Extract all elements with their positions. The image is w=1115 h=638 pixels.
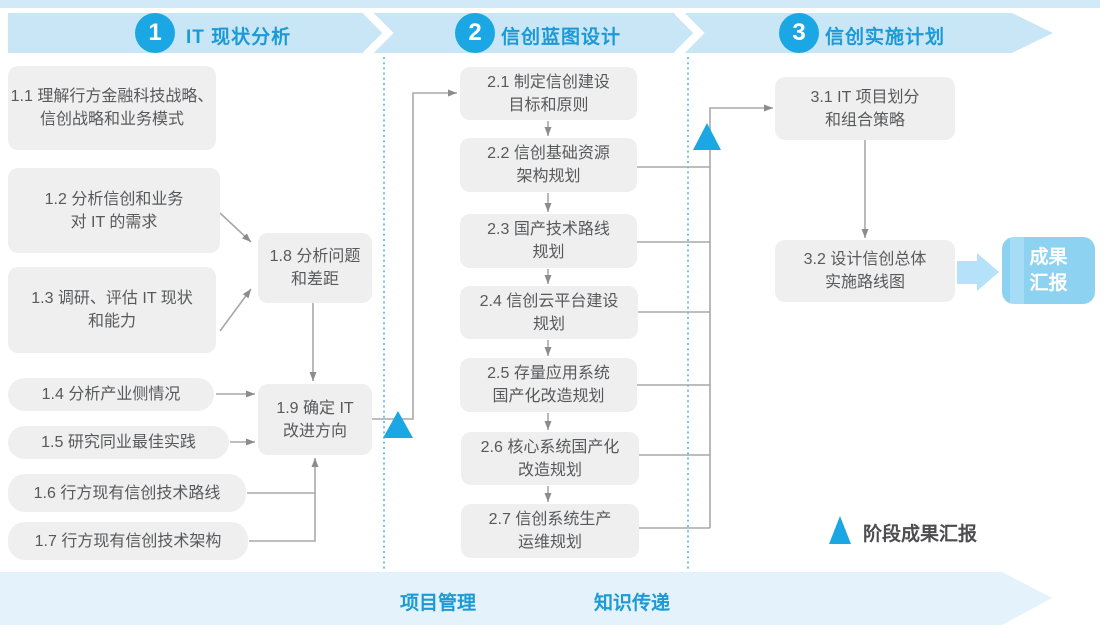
phase-1-title: IT 现状分析 (186, 27, 292, 48)
task-box-line: 1.3 调研、评估 IT 现状 (31, 290, 193, 307)
task-box-line: 和能力 (87, 313, 136, 330)
phase-1-number-badge: 1 (135, 13, 175, 53)
phase-2-number-badge: 2 (455, 13, 495, 53)
task-box-line: 1.9 确定 IT (276, 399, 354, 417)
phase-3-number-badge: 3 (779, 13, 819, 53)
task-box-line: 实施路线图 (824, 274, 905, 291)
chevron-separator-icon (674, 8, 705, 58)
task-box-line: 2.6 核心系统国产化 (480, 438, 620, 456)
task-box-line: 目标和原则 (508, 96, 589, 114)
task-box-1-7: 1.7 行方现有信创技术架构 (8, 522, 248, 560)
task-box-line: 架构规划 (516, 168, 581, 185)
task-box-line: 3.2 设计信创总体 (803, 251, 927, 268)
task-box-1-5: 1.5 研究同业最佳实践 (8, 426, 229, 459)
task-box-1-3: 1.3 调研、评估 IT 现状 和能力 (8, 267, 216, 353)
task-box-3-1: 3.1 IT 项目划分 和组合策略 (775, 77, 955, 140)
task-box-line: 2.7 信创系统生产 (488, 511, 612, 528)
task-box-line: 1.7 行方现有信创技术架构 (34, 532, 222, 550)
footer-item-project-management: 项目管理 (400, 593, 477, 614)
task-box-line: 2.2 信创基础资源 (487, 145, 610, 162)
task-box-1-6: 1.6 行方现有信创技术路线 (8, 474, 246, 512)
task-box-line: 2.1 制定信创建设 (487, 73, 610, 91)
task-box-line: 运维规划 (517, 534, 582, 551)
phase-number: 3 (792, 19, 806, 46)
task-box-2-2: 2.2 信创基础资源 架构规划 (460, 138, 637, 192)
phase-number: 2 (468, 19, 482, 46)
task-box-line: 1.5 研究同业最佳实践 (41, 434, 196, 451)
task-box-1-4: 1.4 分析产业侧情况 (8, 378, 214, 411)
task-box-line: 2.5 存量应用系统 (487, 365, 610, 382)
task-box-2-4: 2.4 信创云平台建设 规划 (460, 286, 638, 339)
task-box-3-2: 3.2 设计信创总体 实施路线图 (775, 240, 955, 302)
task-box-2-1: 2.1 制定信创建设 目标和原则 (460, 67, 637, 120)
task-box-2-5: 2.5 存量应用系统 国产化改造规划 (460, 358, 637, 412)
task-box-line: 1.6 行方现有信创技术路线 (33, 484, 221, 502)
task-box-line: 对 IT 的需求 (70, 213, 158, 231)
task-box-line: 1.4 分析产业侧情况 (41, 386, 181, 403)
phase-3-title: 信创实施计划 (825, 27, 946, 48)
task-box-2-7: 2.7 信创系统生产 运维规划 (461, 504, 639, 558)
milestone-triangle-icon (383, 411, 413, 438)
task-box-line: 国产化改造规划 (492, 388, 605, 405)
chevron-separator-icon (363, 8, 394, 58)
task-box-line: 规划 (532, 315, 565, 333)
phase-2-title: 信创蓝图设计 (501, 27, 622, 48)
result-report-box: 成果 汇报 (1002, 237, 1095, 304)
task-box-line: 3.1 IT 项目划分 (810, 88, 920, 106)
task-box-1-9: 1.9 确定 IT 改进方向 (258, 384, 372, 455)
footer-band (0, 572, 1052, 625)
task-box-line: 1.8 分析问题 (269, 248, 361, 265)
phase-number: 1 (148, 19, 162, 46)
result-box-line: 成果 (1029, 246, 1068, 268)
task-box-1-1: 1.1 理解行方金融科技战略、 信创战略和业务模式 (8, 66, 216, 150)
result-box-line: 汇报 (1029, 272, 1068, 294)
legend-triangle-icon (829, 516, 851, 544)
task-box-line: 1.1 理解行方金融科技战略、 (10, 88, 214, 105)
top-strip (0, 0, 1100, 8)
task-box-line: 2.4 信创云平台建设 (479, 292, 619, 310)
task-box-2-6: 2.6 核心系统国产化 改造规划 (461, 432, 639, 485)
task-box-line: 改造规划 (517, 461, 582, 479)
milestone-triangle-icon (693, 123, 721, 150)
task-box-line: 改进方向 (282, 422, 347, 440)
task-box-line: 1.2 分析信创和业务 (44, 190, 184, 208)
task-box-line: 信创战略和业务模式 (39, 111, 184, 128)
legend-label: 阶段成果汇报 (863, 524, 978, 545)
task-box-line: 2.3 国产技术路线 (487, 221, 610, 238)
footer-item-knowledge-transfer: 知识传递 (594, 593, 671, 614)
task-box-1-8: 1.8 分析问题 和差距 (258, 233, 372, 303)
task-box-line: 和差距 (290, 271, 339, 288)
task-box-1-2: 1.2 分析信创和业务 对 IT 的需求 (8, 168, 220, 253)
task-box-line: 规划 (532, 244, 565, 261)
task-box-2-3: 2.3 国产技术路线 规划 (460, 214, 637, 268)
result-arrow-icon (957, 253, 999, 291)
task-box-line: 和组合策略 (824, 111, 905, 129)
